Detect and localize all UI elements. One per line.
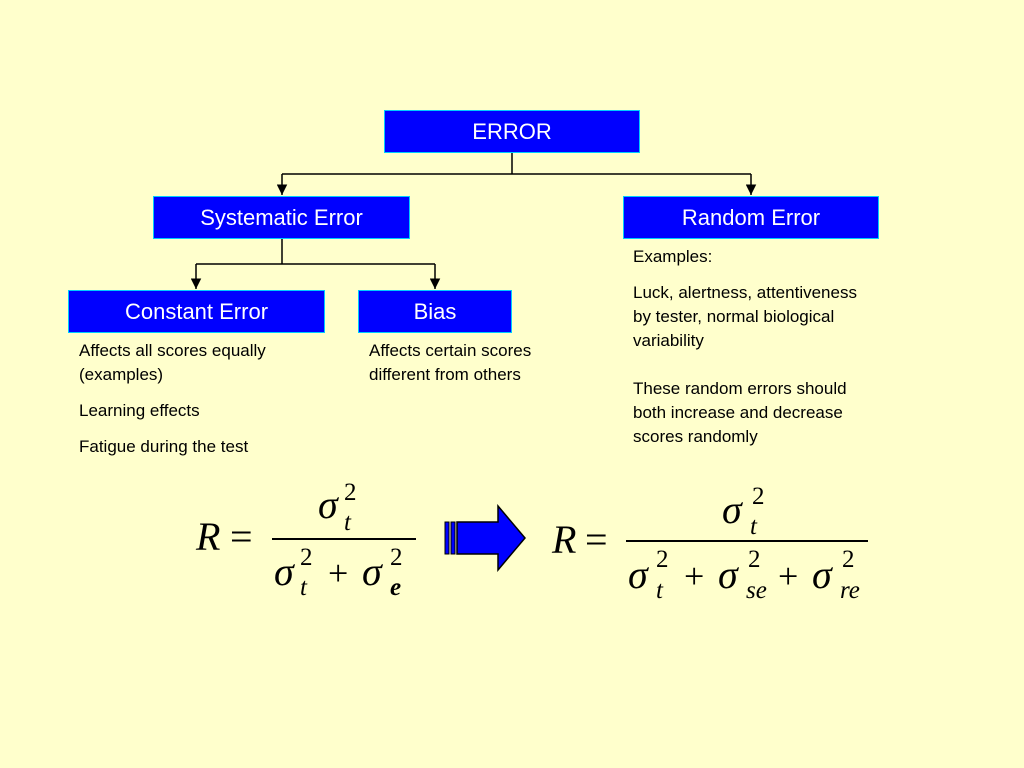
sigma-true: σ [318,482,338,527]
plus-sign: + [778,556,799,596]
plus-sign: + [684,556,705,596]
subscript-re: re [840,577,860,604]
superscript: 2 [344,479,357,506]
random-note-line: both increase and decrease [633,403,843,422]
random-error-notes: Examples: Luck, alertness, attentiveness… [633,245,913,449]
constant-example-item: Fatigue during the test [79,437,249,456]
error-box-label: ERROR [472,118,552,144]
systematic-error-label: Systematic Error [200,204,363,230]
systematic-error-box: Systematic Error [153,196,410,239]
implies-arrow-icon [444,504,526,572]
root-connector [276,152,757,195]
subscript-t: t [750,513,757,540]
random-error-label: Random Error [681,204,821,230]
formula-lhs: R [196,514,221,559]
error-box: ERROR [384,110,640,153]
formula-lhs: R [552,517,577,562]
bias-box: Bias [358,290,512,333]
random-note-line: Luck, alertness, attentiveness [633,283,857,302]
superscript: 2 [390,544,403,571]
sigma-random-error: σ [812,552,832,597]
random-note-line: by tester, normal biological [633,307,835,326]
subscript-e: e [390,574,402,601]
subscript-t: t [300,574,307,601]
random-note-line: scores randomly [633,427,758,446]
random-note-line: These random errors should [633,379,847,398]
systematic-connector [190,238,441,289]
superscript: 2 [656,546,669,573]
superscript: 2 [300,544,313,571]
random-error-box: Random Error [623,196,879,239]
fraction-bar [272,538,416,540]
equals-sign: = [585,517,608,562]
constant-error-notes: Affects all scores equally (examples) Le… [79,339,349,459]
subscript-se: se [746,577,767,604]
constant-error-box: Constant Error [68,290,325,333]
plus-sign: + [328,553,349,593]
bias-notes: Affects certain scores different from ot… [369,339,599,387]
bias-note-line: Affects certain scores [369,341,532,360]
sigma-error: σ [362,549,382,594]
constant-example-item: Learning effects [79,401,200,420]
random-notes-heading: Examples: [633,247,713,266]
bias-note-line: different from others [369,365,521,384]
sigma-true: σ [274,549,294,594]
superscript: 2 [842,546,855,573]
sigma-true: σ [722,487,742,532]
fraction-bar [626,540,868,542]
sigma-systematic-error: σ [718,552,738,597]
constant-note-line: (examples) [79,365,164,384]
bias-label: Bias [413,298,457,324]
sigma-true: σ [628,552,648,597]
superscript: 2 [752,483,765,510]
constant-note-line: Affects all scores equally [79,341,266,360]
random-note-line: variability [633,331,704,350]
superscript: 2 [748,546,761,573]
equals-sign: = [230,514,253,559]
subscript-t: t [656,577,663,604]
subscript-t: t [344,509,351,536]
constant-error-label: Constant Error [124,298,269,324]
